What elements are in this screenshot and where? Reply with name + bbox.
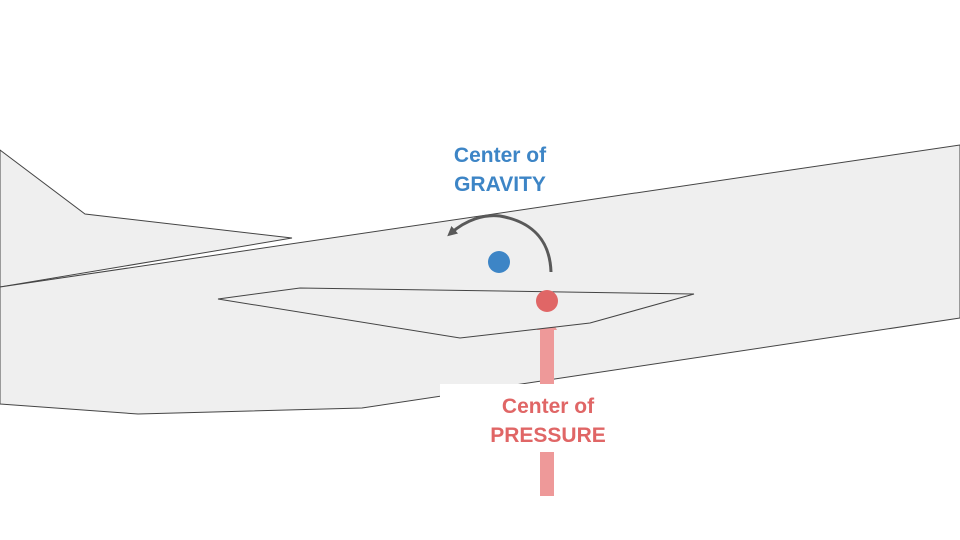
center-of-pressure-label: Center of PRESSURE [448, 392, 648, 450]
center-of-gravity-label: Center of GRAVITY [400, 141, 600, 199]
center-of-pressure-dot [536, 290, 558, 312]
cg-label-line2: GRAVITY [454, 173, 546, 196]
center-of-gravity-dot [488, 251, 510, 273]
cp-label-line2: PRESSURE [490, 424, 606, 447]
pitch-moment-arrow [447, 214, 553, 273]
wing [217, 287, 695, 339]
tail-stabilizer [0, 149, 293, 288]
fuselage [0, 144, 960, 415]
pressure-label-backdrop [440, 384, 604, 452]
cp-label-line1: Center of [501, 395, 595, 418]
cg-label-line1: Center of [453, 144, 547, 167]
